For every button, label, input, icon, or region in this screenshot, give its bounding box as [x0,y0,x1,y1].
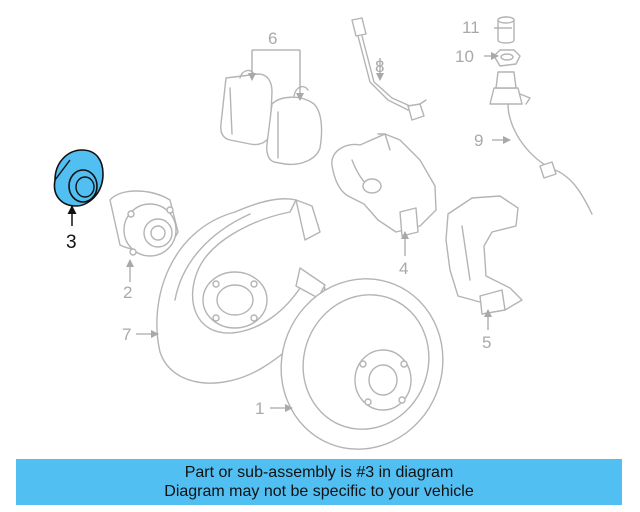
callout-6: 6 [268,29,277,48]
callout-3: 3 [66,232,77,253]
callout-8: 8 [375,57,384,76]
callout-9: 9 [474,131,483,150]
wear-sensor[interactable] [489,71,593,215]
callout-2: 2 [123,283,132,302]
brake-hose[interactable] [351,17,427,121]
callout-7: 7 [122,325,131,344]
brake-rotor[interactable] [256,254,469,460]
info-banner: Part or sub-assembly is #3 in diagram Di… [16,459,622,505]
callout-1: 1 [255,399,264,418]
callout-leaders [67,27,512,412]
dust-cap[interactable] [497,16,515,44]
brake-pads[interactable] [220,69,323,166]
caliper-bracket[interactable] [445,195,523,315]
backing-plate[interactable] [156,198,326,384]
callout-4: 4 [399,259,408,278]
parts-diagram: 1 2 3 4 5 6 7 8 9 10 11 [53,16,593,460]
banner-line-1: Part or sub-assembly is #3 in diagram [184,464,454,481]
callout-11: 11 [462,18,480,37]
brake-caliper[interactable] [331,133,437,237]
banner-line-2: Diagram may not be specific to your vehi… [164,483,474,500]
wheel-hub[interactable] [109,190,179,257]
callout-10: 10 [455,47,474,66]
wheel-bearing-highlighted[interactable] [53,149,104,207]
callout-5: 5 [482,333,491,352]
retaining-nut[interactable] [493,49,521,67]
